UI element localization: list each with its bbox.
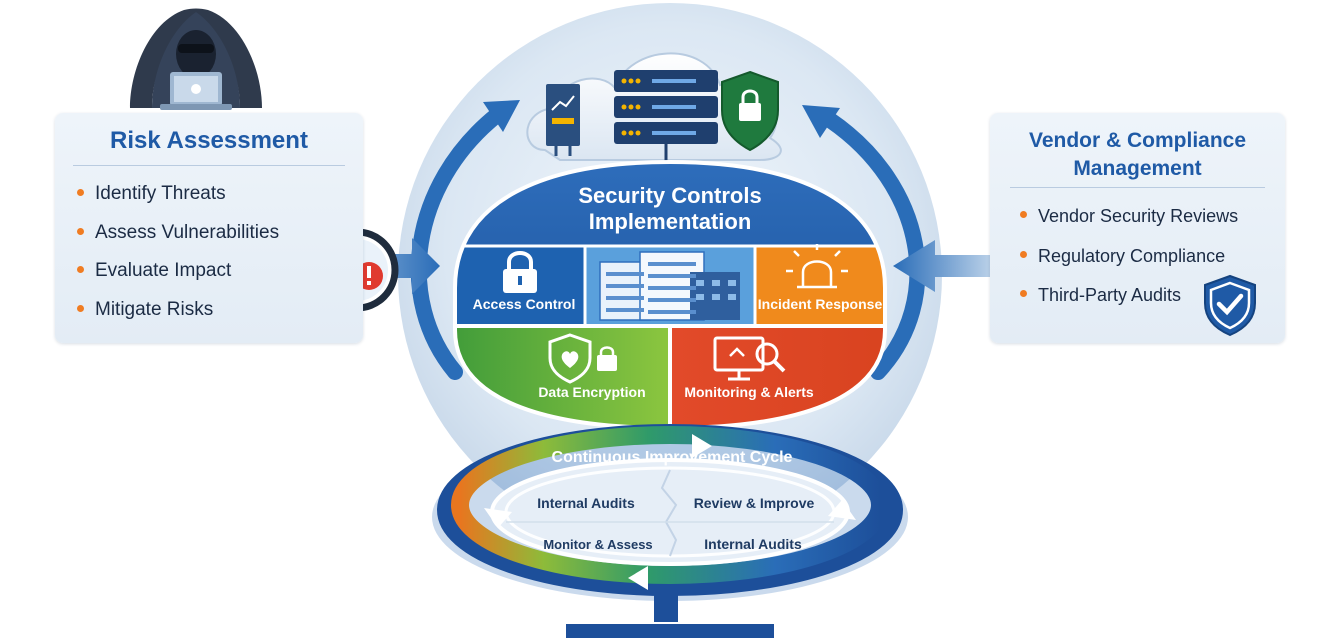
cycle-arrow-left-up <box>410 107 505 380</box>
cycle-title: Continuous Improvement Cycle <box>552 449 793 466</box>
vendor-compliance-title: Vendor & Compliance Management <box>990 127 1285 183</box>
vendor-item-regulatory-compliance: Regulatory Compliance <box>1018 243 1238 283</box>
capsule-title-line2: Implementation <box>589 209 752 234</box>
vendor-item-security-reviews: Vendor Security Reviews <box>1018 203 1238 243</box>
alarm-icon <box>786 244 848 289</box>
cycle-arrow-left-up-head <box>483 100 520 132</box>
shield-check-icon <box>1204 274 1256 337</box>
risk-assessment-panel: Risk Assessment Identify Threats Assess … <box>55 113 363 343</box>
improvement-cycle <box>432 424 908 601</box>
vendor-compliance-panel: Vendor & Compliance Management Vendor Se… <box>990 113 1285 343</box>
risk-assessment-list: Identify Threats Assess Vulnerabilities … <box>75 181 279 335</box>
vendor-to-controls-arrow <box>893 240 1010 292</box>
vendor-compliance-divider <box>1010 187 1265 188</box>
building-icon <box>599 251 740 321</box>
monitor-search-icon <box>713 336 786 381</box>
cycle-step-bottom-right: Internal Audits <box>704 536 802 552</box>
capsule-title-line1: Security Controls <box>578 183 761 208</box>
risk-assessment-divider <box>73 165 345 166</box>
segment-access-control-label: Access Control <box>473 296 576 312</box>
padlock-icon <box>503 251 537 293</box>
shield-lock-icon <box>721 70 779 152</box>
shield-heart-icon <box>548 333 617 384</box>
chart-device-icon <box>546 84 580 156</box>
vendor-compliance-list: Vendor Security Reviews Regulatory Compl… <box>1018 203 1238 322</box>
capsule-outline <box>453 159 887 431</box>
segment-incident-response-label: Incident Response <box>758 296 883 312</box>
hacker-icon <box>130 8 262 110</box>
risk-assessment-title: Risk Assessment <box>110 127 308 154</box>
cycle-step-bottom-left: Monitor & Assess <box>543 537 652 552</box>
segment-data-encryption-label: Data Encryption <box>538 384 645 400</box>
cycle-step-top-left: Internal Audits <box>537 495 635 511</box>
risk-item-evaluate-impact: Evaluate Impact <box>75 258 279 297</box>
risk-item-mitigate-risks: Mitigate Risks <box>75 297 279 336</box>
cycle-arrow-right-down <box>822 112 926 380</box>
risk-item-assess-vulnerabilities: Assess Vulnerabilities <box>75 220 279 259</box>
cycle-step-top-right: Review & Improve <box>694 495 815 511</box>
bottom-banner-cutoff <box>566 624 774 638</box>
bottom-stem <box>654 592 678 622</box>
cycle-arrow-right-down-head <box>802 105 840 138</box>
segment-monitoring-alerts-label: Monitoring & Alerts <box>684 384 814 400</box>
vendor-item-third-party-audits: Third-Party Audits <box>1018 282 1238 322</box>
server-icon <box>614 70 718 162</box>
risk-item-identify-threats: Identify Threats <box>75 181 279 220</box>
vendor-title-line2: Management <box>1073 157 1202 180</box>
vendor-title-line1: Vendor & Compliance <box>1028 129 1247 152</box>
